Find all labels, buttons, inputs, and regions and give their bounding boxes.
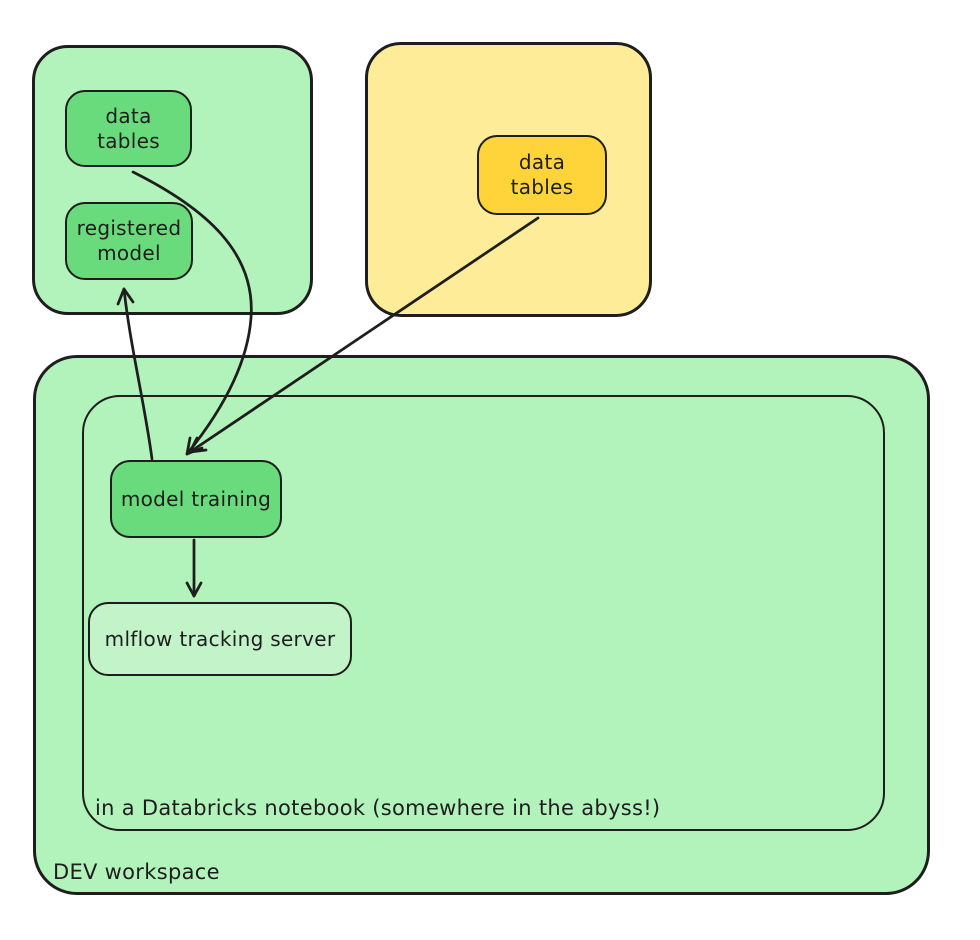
node-registered-model: registered model: [65, 202, 193, 280]
node-model-training: model training: [110, 460, 282, 538]
node-data-tables-yellow: data tables: [477, 135, 607, 215]
node-data-tables-yellow-label: data tables: [510, 150, 574, 199]
node-mlflow-tracking-server: mlflow tracking server: [88, 602, 352, 676]
notebook-caption: in a Databricks notebook (somewhere in t…: [95, 796, 661, 820]
node-model-training-label: model training: [120, 486, 272, 511]
dev-workspace-label: DEV workspace: [53, 860, 220, 884]
node-data-tables-green-label: data tables: [97, 103, 160, 153]
node-data-tables-green: data tables: [65, 90, 192, 167]
node-registered-model-label: registered model: [76, 216, 182, 265]
node-mlflow-tracking-server-label: mlflow tracking server: [104, 626, 336, 651]
